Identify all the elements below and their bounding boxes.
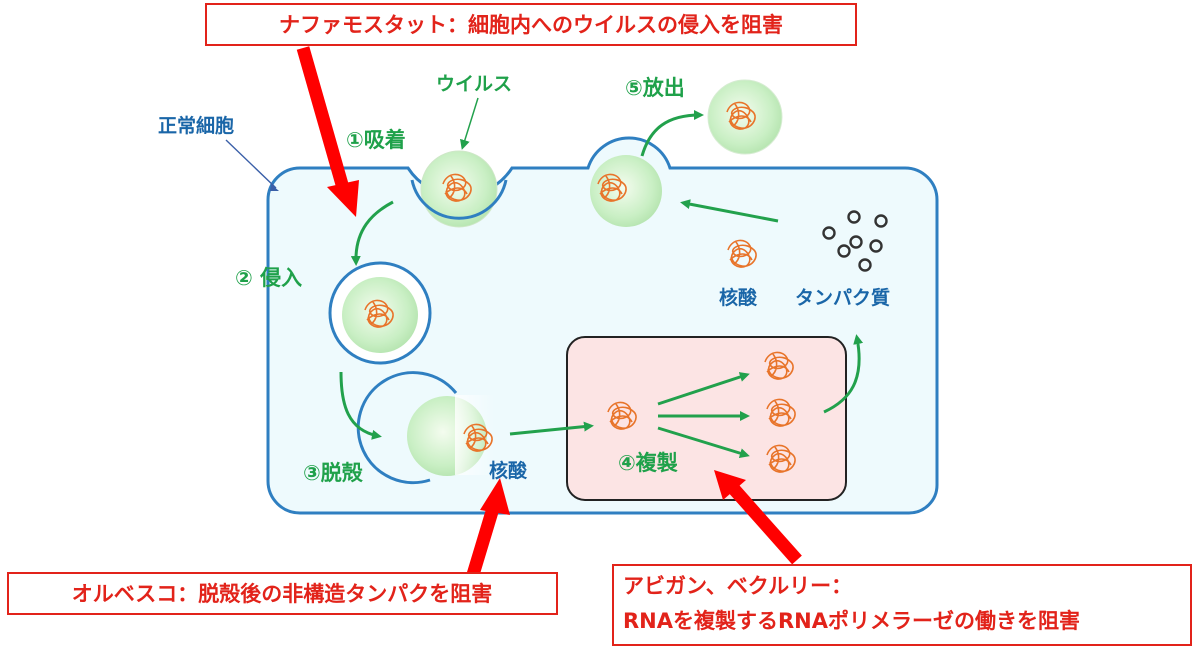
protein-particles: [822, 210, 888, 272]
label-normal-cell: 正常細胞: [158, 114, 234, 137]
arrow-virus-label: [460, 97, 479, 150]
annotation-olvesco: オルベスコ：脱殻後の非構造タンパクを阻害: [72, 582, 492, 606]
arrow-release: [640, 110, 704, 157]
annotation-avigan-line1: アビガン、ベクルリー：: [623, 574, 852, 598]
annotation-box-nafamostat: [205, 3, 857, 46]
label-step2: ② 侵入: [235, 266, 302, 290]
virus-endosome: [328, 261, 432, 365]
arrow-nucleic-to-replication: [509, 421, 594, 436]
label-protein: タンパク質: [795, 286, 890, 309]
label-nucleic-acid-cytoplasm: 核酸: [719, 286, 758, 309]
annotation-avigan-line2: RNAを複製するRNAポリメラーゼの働きを阻害: [623, 609, 1080, 633]
virus-released: [707, 79, 783, 155]
inhibit-arrow-avigan: [714, 470, 802, 565]
label-virus: ウイルス: [436, 73, 512, 95]
annotation-box-olvesco: [7, 572, 558, 615]
virus-uncoating: [356, 371, 495, 485]
annotation-nafamostat: ナファモスタット：細胞内へのウイルスの侵入を阻害: [279, 13, 783, 37]
inhibit-arrow-nafamostat: [296, 46, 359, 217]
virus-adsorbing: [420, 150, 498, 228]
replication-box: [566, 336, 847, 501]
arrow-normal-cell-label: [225, 139, 277, 189]
virus-budding: [590, 155, 662, 227]
arrow-replicate-3: [657, 426, 750, 459]
arrow-adsorb-to-invade: [350, 200, 394, 266]
label-step4: ④複製: [618, 451, 678, 475]
arrow-assemble: [680, 199, 779, 223]
arrow-invade-to-uncoat: [339, 371, 382, 440]
annotation-box-avigan: [612, 564, 1192, 646]
inhibit-arrow-olvesco: [465, 478, 510, 580]
label-step1: ①吸着: [346, 128, 406, 152]
arrow-replicate-1: [657, 372, 750, 406]
label-step5: ⑤放出: [625, 76, 685, 100]
arrow-to-protein: [823, 334, 864, 414]
label-step3: ③脱殻: [303, 461, 364, 485]
membrane-pit-outline: [410, 179, 508, 220]
label-nucleic-acid-uncoat: 核酸: [489, 459, 528, 482]
